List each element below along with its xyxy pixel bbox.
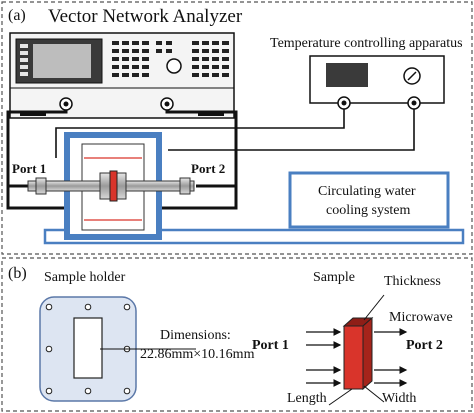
sample-holder-title: Sample holder <box>44 270 126 285</box>
holder-aperture <box>73 317 103 379</box>
temp-controller-title: Temperature controlling apparatus <box>270 36 463 51</box>
vna-title: Vector Network Analyzer <box>48 6 243 27</box>
temperature-controller <box>309 55 445 110</box>
port2-label: Port 2 <box>191 161 226 176</box>
cooling-label-line1: Circulating water <box>318 184 416 199</box>
coax-cable-loop <box>6 110 238 210</box>
sample-block <box>342 316 374 391</box>
panel-b-border <box>1 257 473 412</box>
dimensions-value: 22.86mm×10.16mm <box>140 347 255 362</box>
thickness-label: Thickness <box>384 274 441 289</box>
fixture-sample <box>109 170 118 202</box>
dimensions-title: Dimensions: <box>160 328 231 343</box>
sample-holder-plate <box>39 296 137 402</box>
cooling-label-line2: cooling system <box>326 203 411 218</box>
microwave-arrows-left <box>306 328 342 387</box>
panel-a-tag: (a) <box>8 7 26 24</box>
vna-knob <box>166 58 182 74</box>
width-leader <box>363 385 385 403</box>
temp-display <box>326 63 368 87</box>
sample-port2-label: Port 2 <box>406 338 443 353</box>
length-label: Length <box>287 391 327 406</box>
panel-b-tag: (b) <box>8 265 27 282</box>
waveguide-assembly <box>27 170 195 202</box>
sample-port1-label: Port 1 <box>252 338 289 353</box>
width-label: Width <box>382 391 417 406</box>
temp-wire-2 <box>168 109 415 151</box>
cooling-system-box <box>288 171 450 229</box>
length-leader <box>328 388 353 406</box>
vna-instrument <box>9 32 235 119</box>
microwave-label: Microwave <box>389 310 453 325</box>
microwave-arrows-right <box>374 328 408 387</box>
sample-title: Sample <box>313 270 355 285</box>
port1-label: Port 1 <box>12 161 47 176</box>
thickness-leader <box>363 294 385 321</box>
temp-wire-1 <box>55 109 345 158</box>
panel-a-border <box>1 1 473 255</box>
